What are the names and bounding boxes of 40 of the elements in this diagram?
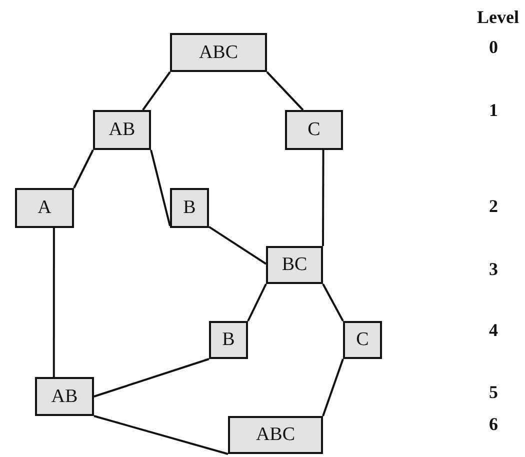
set-label: AB — [108, 119, 136, 141]
connector-line — [322, 284, 344, 322]
connector-line — [142, 71, 171, 111]
level-number: 1 — [489, 100, 498, 121]
set-box — [228, 416, 323, 454]
set-label: C — [308, 119, 320, 141]
connector-line — [150, 150, 171, 226]
connector-line — [94, 415, 228, 455]
set-label: AB — [51, 386, 78, 408]
connector-line — [322, 358, 344, 416]
set-label: B — [222, 329, 235, 351]
set-box — [266, 246, 323, 284]
connector-line — [322, 150, 324, 246]
connector-line — [208, 226, 267, 265]
set-label: C — [356, 329, 369, 351]
level-number: 5 — [489, 382, 498, 403]
set-box — [93, 110, 151, 150]
connector-line — [266, 71, 304, 111]
set-label: A — [38, 197, 52, 219]
set-box — [343, 321, 382, 359]
level-number: 0 — [489, 37, 498, 58]
set-label: BC — [282, 254, 308, 276]
set-label: ABC — [256, 424, 296, 446]
connector-line — [247, 284, 267, 322]
column-heading: Level — [477, 7, 519, 28]
set-box — [35, 377, 94, 416]
set-box — [285, 110, 343, 150]
set-box — [209, 321, 248, 359]
set-box — [15, 188, 74, 228]
level-number: 3 — [489, 259, 498, 280]
connector-line — [52, 228, 55, 377]
connector-line — [73, 150, 94, 188]
level-number: 4 — [489, 320, 498, 341]
set-label: B — [183, 197, 196, 219]
level-number: 2 — [489, 196, 498, 217]
level-number: 6 — [489, 414, 498, 435]
set-box — [170, 188, 209, 228]
connector-line — [94, 358, 210, 398]
set-box — [170, 33, 267, 72]
set-label: ABC — [198, 42, 238, 64]
